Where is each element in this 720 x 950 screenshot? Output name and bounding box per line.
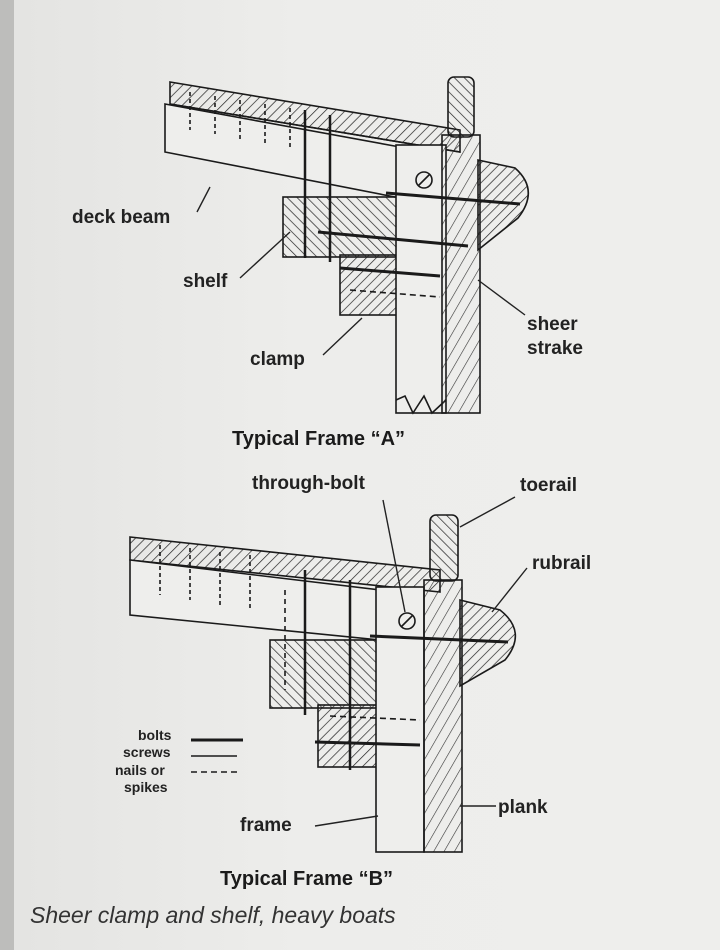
legend-nails-label-line1: nails or — [115, 762, 165, 778]
label-clamp: clamp — [250, 349, 305, 370]
figure-caption: Sheer clamp and shelf, heavy boats — [30, 902, 396, 928]
legend-nails-label-line2: spikes — [124, 779, 168, 795]
leader-toerail — [459, 496, 516, 528]
label-sheer-strake-line2: strake — [527, 338, 583, 359]
leader-clamp — [322, 317, 363, 356]
sheer-strake-a — [441, 134, 481, 414]
caption-frame-a: Typical Frame “A” — [232, 428, 406, 450]
label-sheer-strake: sheer strake — [527, 313, 583, 361]
fastener-legend-symbols — [191, 738, 243, 773]
label-shelf: shelf — [183, 271, 228, 292]
caption-frame-b: Typical Frame “B” — [220, 868, 394, 890]
label-frame: frame — [240, 815, 292, 836]
leader-shelf — [239, 231, 291, 279]
label-toerail: toerail — [520, 475, 578, 496]
leader-lines-a — [196, 186, 526, 356]
label-through-bolt: through-bolt — [252, 473, 365, 494]
rubrail-a — [477, 159, 530, 252]
rubrail-b — [459, 598, 517, 688]
frame-a-drawing — [164, 76, 530, 415]
label-sheer-strake-line1: sheer — [527, 314, 578, 335]
leader-deck-beam — [196, 186, 211, 213]
label-plank: plank — [498, 797, 548, 818]
leader-sheer-strake — [477, 279, 526, 316]
legend-bolts-label: bolts — [138, 727, 172, 743]
legend-screws-label: screws — [123, 744, 171, 760]
leader-rubrail — [491, 567, 528, 613]
toerail-a — [447, 76, 475, 138]
plank-b — [423, 579, 463, 853]
shelf-b — [269, 639, 381, 709]
toerail-b — [429, 514, 459, 582]
page-edge — [0, 0, 14, 950]
clamp-a — [339, 254, 403, 316]
leader-frame — [314, 815, 379, 827]
leader-lines-b — [314, 496, 528, 827]
leader-through-bolt — [382, 499, 406, 613]
label-deck-beam: deck beam — [72, 207, 171, 228]
frame-b-drawing — [129, 514, 517, 853]
shelf-a — [282, 196, 399, 258]
label-rubrail: rubrail — [532, 553, 592, 574]
